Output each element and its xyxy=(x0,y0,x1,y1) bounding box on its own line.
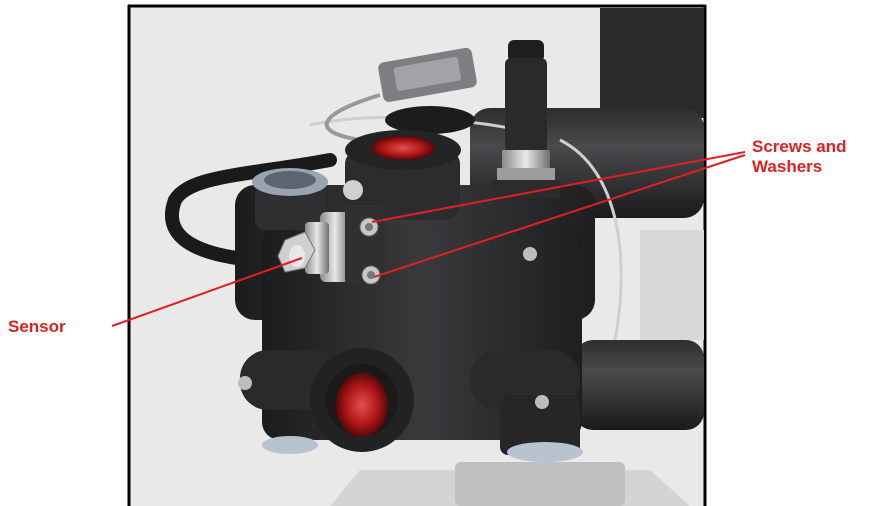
base-plate xyxy=(330,462,690,506)
lower-port xyxy=(310,348,414,452)
body-bolts xyxy=(238,180,549,409)
electrical-connector xyxy=(324,47,477,142)
screws-label-line1: Screws and xyxy=(752,137,847,156)
callout-lines xyxy=(111,151,746,327)
screws-and-washers-label: Screws and Washers xyxy=(752,137,862,177)
sensor-fitting xyxy=(277,205,385,285)
hose xyxy=(164,153,337,269)
upper-port xyxy=(345,130,461,220)
pressure-sender xyxy=(492,40,560,198)
screws-label-line2: Washers xyxy=(752,157,823,176)
sensor-label: Sensor xyxy=(8,317,66,336)
